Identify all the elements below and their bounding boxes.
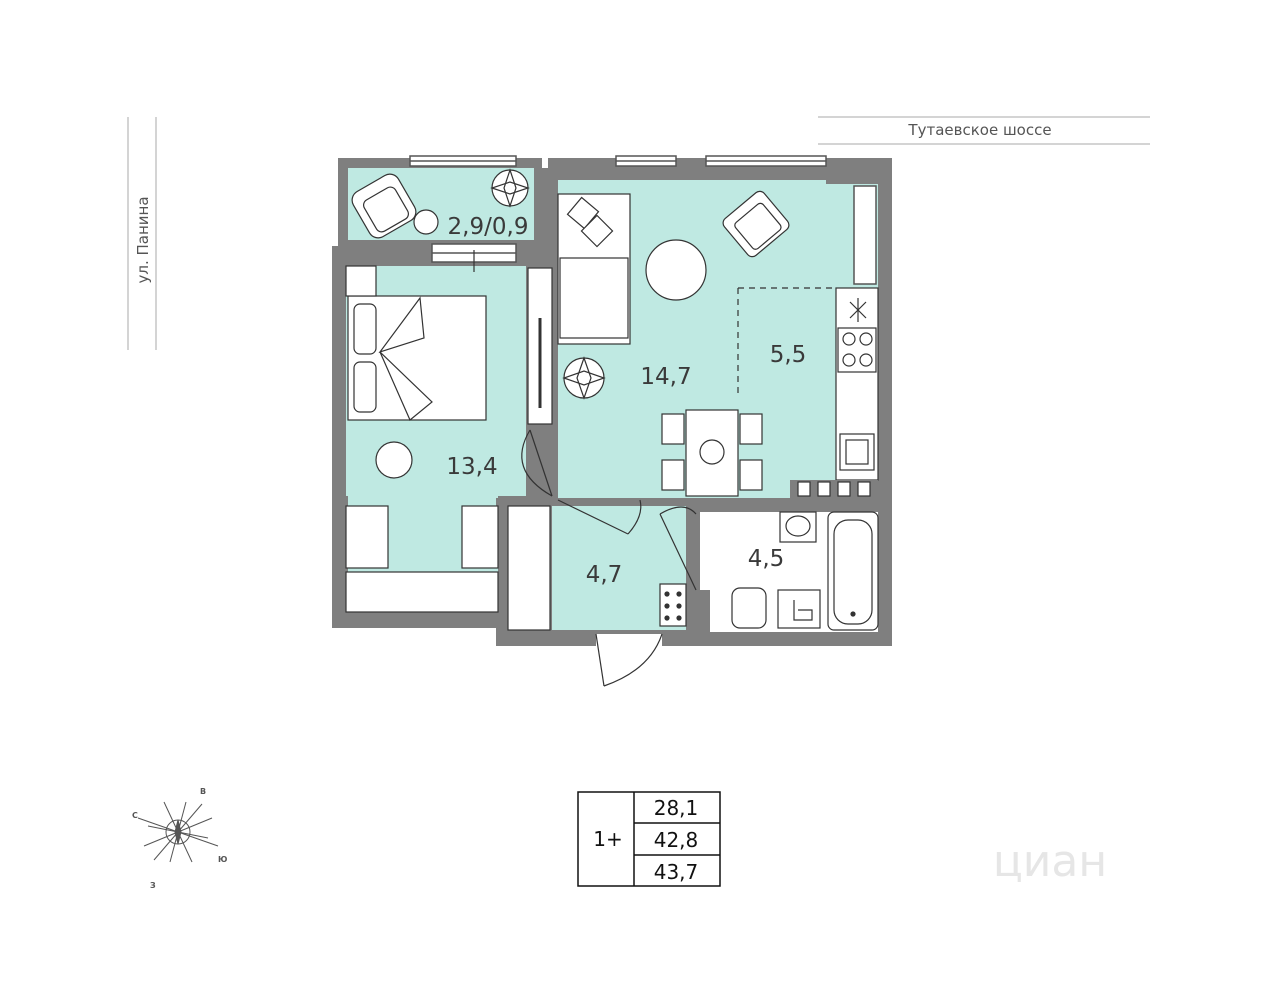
side-table-icon: [413, 209, 439, 235]
shoe-rack-icon: [659, 583, 687, 627]
rug-icon: [645, 239, 707, 301]
room-area-balcony: 2,9/0,9: [448, 214, 529, 240]
doors: [473, 250, 697, 687]
dining-table-icon: [685, 409, 739, 497]
room-area-living: 14,7: [640, 364, 691, 390]
room-area-bedroom: 13,4: [446, 454, 497, 480]
compass: С В Ю З: [132, 787, 227, 890]
balcony-furniture: [351, 168, 530, 239]
bedroom-furniture: [345, 265, 553, 613]
street-west: ул. Панина: [127, 117, 157, 350]
summary-living-area: 28,1: [654, 796, 699, 820]
plant-living-icon: [562, 356, 606, 400]
washing-machine-icon: [777, 589, 821, 629]
plant-icon: [490, 168, 530, 208]
room-area-hall: 4,7: [586, 562, 623, 588]
street-north: Тутаевское шоссе: [818, 116, 1150, 145]
street-north-label: Тутаевское шоссе: [907, 121, 1051, 139]
wardrobe-icon: [345, 505, 389, 569]
kitchen: [737, 287, 879, 498]
bathroom: [731, 511, 879, 631]
summary-type: 1+: [593, 827, 622, 851]
compass-icon: [137, 801, 219, 863]
armchair-living-icon: [722, 190, 790, 258]
dresser-icon: [345, 265, 377, 297]
room-area-kitchen: 5,5: [770, 342, 807, 368]
toilet-icon: [731, 587, 767, 629]
hall-wardrobe-icon: [507, 505, 551, 631]
room-area-bathroom: 4,5: [748, 546, 785, 572]
armchair-icon: [351, 173, 417, 239]
compass-label-n: С: [132, 811, 138, 820]
living-furniture: [557, 190, 790, 497]
stool-icon: [375, 441, 413, 479]
room-labels: 2,9/0,9 13,4 14,7 5,5 4,7 4,5: [446, 214, 806, 588]
summary-table: 1+ 28,1 42,8 43,7: [577, 791, 721, 887]
compass-label-s: Ю: [218, 855, 227, 864]
pillow-icon: [566, 196, 600, 230]
summary-total-area: 42,8: [654, 828, 699, 852]
summary-total-area-balcony: 43,7: [654, 860, 699, 884]
compass-label-e: В: [200, 787, 206, 796]
compass-label-w: З: [150, 881, 156, 890]
street-west-label: ул. Панина: [134, 196, 152, 283]
hall-furniture: [507, 505, 687, 631]
watermark-logo: циан: [993, 836, 1107, 887]
